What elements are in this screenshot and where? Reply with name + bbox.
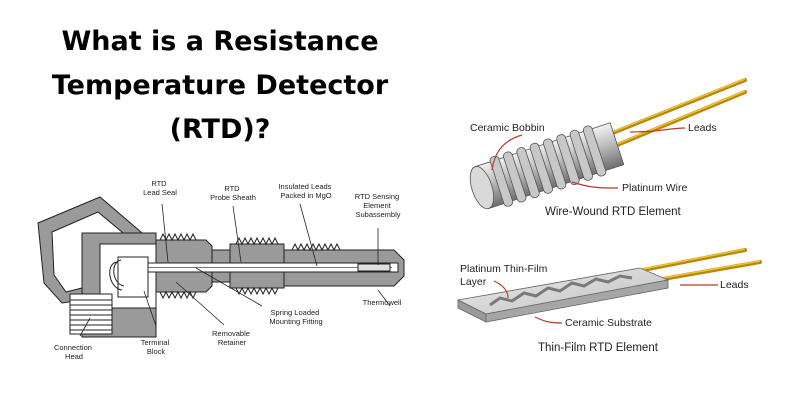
assembly-leader-lines: [79, 203, 391, 337]
bobbin-end: [469, 166, 494, 210]
label-sensing-element: RTD Sensing Element Subassembly: [355, 192, 402, 219]
thin-film-lead-1: [626, 248, 747, 275]
caption-wire-wound: Wire-Wound RTD Element: [545, 206, 682, 218]
label-thermowell: Thermowell: [363, 298, 402, 307]
label-lead-seal: RTD Lead Seal: [143, 179, 177, 197]
sensing-element: [357, 263, 391, 272]
wire-wound-lead-1: [598, 78, 747, 140]
label-thin-film-leads: Leads: [720, 279, 749, 291]
label-ceramic-bobbin: Ceramic Bobbin: [470, 122, 545, 134]
thin-film-leaders: [493, 280, 718, 324]
label-ceramic-substrate: Ceramic Substrate: [565, 317, 652, 329]
wire-wound-lead-2: [603, 90, 747, 152]
label-probe-sheath: RTD Probe Sheath: [210, 184, 256, 202]
label-removable-retainer: Removable Retainer: [212, 329, 252, 347]
title-line-1: What is a Resistance: [61, 26, 379, 57]
label-insulated-leads: Insulated Leads Packed in MgO: [278, 182, 333, 200]
label-wire-wound-leads: Leads: [688, 122, 717, 134]
terminal-block: [117, 256, 149, 298]
rtd-assembly-drawing: [37, 196, 405, 338]
thin-film-element: Platinum Thin-Film Layer Leads Ceramic S…: [456, 248, 762, 354]
head-fins: [69, 293, 113, 335]
wire-wound-leaders: [491, 127, 686, 189]
label-terminal-block: Terminal Block: [141, 338, 171, 356]
page-title: What is a Resistance Temperature Detecto…: [30, 20, 410, 152]
label-platinum-thin-film: Platinum Thin-Film Layer: [460, 263, 550, 288]
label-platinum-wire: Platinum Wire: [622, 182, 688, 194]
wire-wound-element: Ceramic Bobbin Leads Platinum Wire Wire-…: [469, 78, 747, 218]
caption-thin-film: Thin-Film RTD Element: [538, 342, 659, 354]
title-line-3: (RTD)?: [169, 114, 271, 145]
label-connection-head: Connection Head: [54, 343, 94, 361]
platinum-thin-film: [489, 274, 633, 307]
title-line-2: Temperature Detector: [51, 70, 389, 101]
platinum-wire-coils: [489, 125, 607, 207]
assembly-labels: RTD Lead Seal RTD Probe Sheath Insulated…: [54, 179, 402, 361]
label-spring-loaded: Spring Loaded Mounting Fitting: [269, 308, 322, 326]
